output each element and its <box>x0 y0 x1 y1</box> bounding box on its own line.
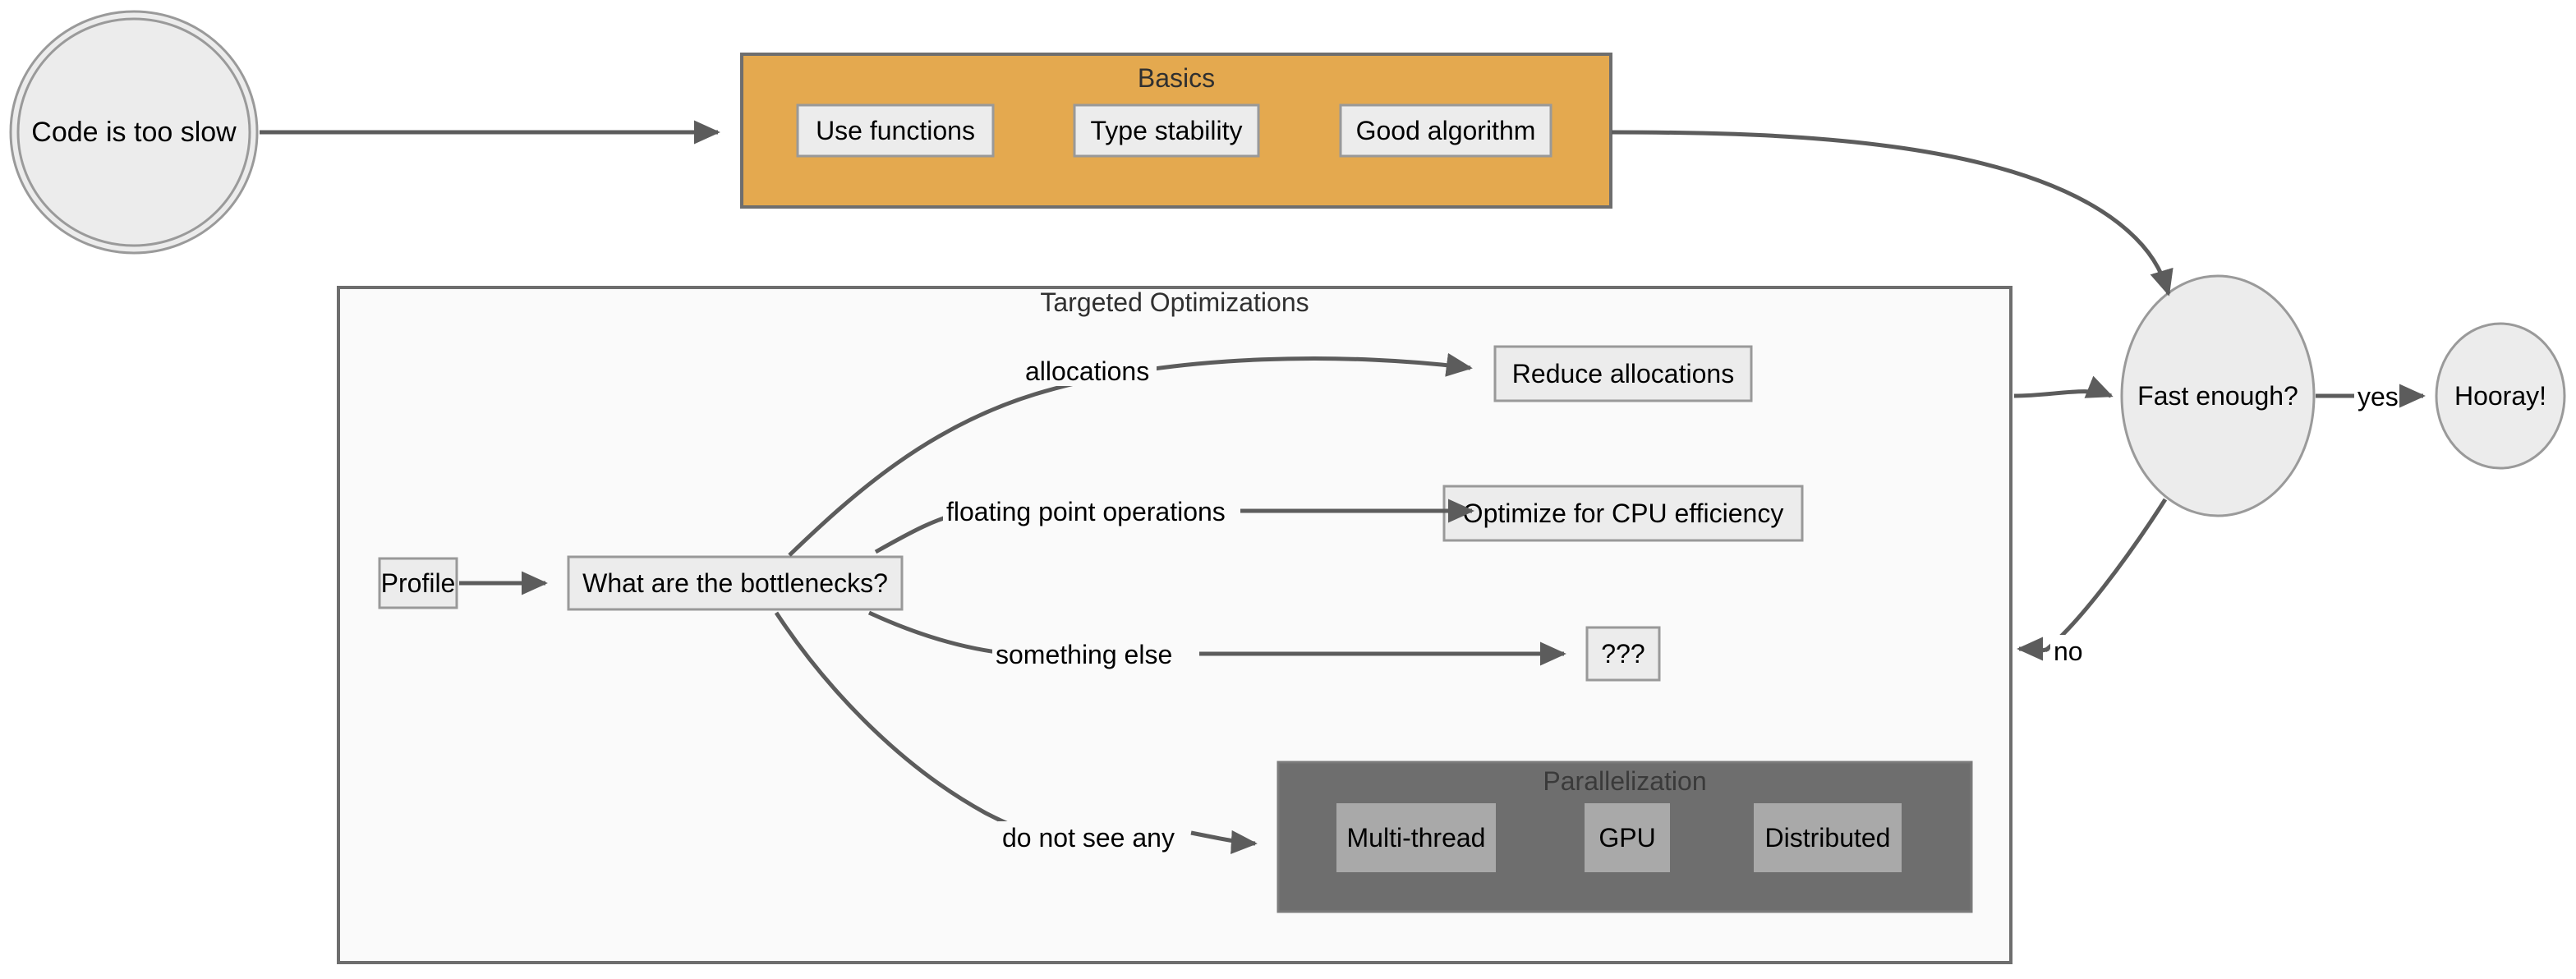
cluster-basics-title: Basics <box>1138 63 1215 93</box>
edge-do-not-see-any-tail <box>1190 830 1258 854</box>
node-fast-enough-ellipse[interactable] <box>2120 274 2316 517</box>
node-use-functions[interactable]: Use functions <box>796 103 995 158</box>
node-what-are-the-bottlenecks-label: What are the bottlenecks? <box>582 568 888 598</box>
node-reduce-allocations-label: Reduce allocations <box>1512 359 1734 388</box>
edge-label-allocations-bg <box>1021 355 1157 386</box>
node-distributed-label: Distributed <box>1765 823 1891 853</box>
node-what-are-the-bottlenecks-box[interactable] <box>567 555 904 611</box>
node-multi-thread-box[interactable] <box>1336 803 1496 872</box>
node-use-functions-box[interactable] <box>796 103 995 158</box>
node-code-is-too-slow[interactable]: Code is too slow <box>9 10 259 255</box>
node-code-is-too-slow-label: Code is too slow <box>31 117 237 148</box>
node-profile[interactable]: Profile <box>378 557 458 609</box>
edge-label-no: no <box>2054 637 2083 666</box>
node-unknown-label: ??? <box>1601 639 1644 669</box>
edge-label-no-bg <box>2050 635 2095 666</box>
node-type-stability-label: Type stability <box>1091 116 1243 145</box>
node-optimize-for-cpu-efficiency[interactable]: Optimize for CPU efficiency <box>1442 485 1804 542</box>
node-type-stability[interactable]: Type stability <box>1073 103 1260 158</box>
node-multi-thread-label: Multi-thread <box>1347 823 1486 853</box>
node-type-stability-box[interactable] <box>1073 103 1260 158</box>
node-what-are-the-bottlenecks[interactable]: What are the bottlenecks? <box>567 555 904 611</box>
node-good-algorithm-label: Good algorithm <box>1356 116 1536 145</box>
edge-label-yes: yes <box>2358 382 2399 411</box>
edge-label-do-not-see-any: do not see any <box>1002 823 1175 853</box>
cluster-parallelization-title: Parallelization <box>1543 766 1706 796</box>
node-distributed[interactable]: Distributed <box>1754 803 1902 872</box>
cluster-parallelization: Parallelization Multi-thread GPU Distrib… <box>1276 761 1973 913</box>
edge-label-allocations: allocations <box>1025 356 1149 386</box>
node-good-algorithm-box[interactable] <box>1339 103 1552 158</box>
node-hooray-label: Hooray! <box>2454 381 2546 411</box>
node-good-algorithm[interactable]: Good algorithm <box>1339 103 1552 158</box>
edge-no-tail <box>2017 637 2049 661</box>
node-optimize-for-cpu-efficiency-label: Optimize for CPU efficiency <box>1463 499 1784 528</box>
edge-label-floating-point-bg <box>943 495 1239 526</box>
node-unknown[interactable]: ??? <box>1585 626 1661 682</box>
edge-label-do-not-see-any-bg <box>998 821 1197 853</box>
node-code-is-too-slow-inner <box>16 17 251 247</box>
edge-label-something-else: something else <box>996 640 1172 669</box>
node-unknown-box[interactable] <box>1585 626 1661 682</box>
edge-basics-to-fast-enough <box>1611 130 2174 296</box>
node-gpu-label: GPU <box>1598 823 1655 853</box>
node-profile-label: Profile <box>381 568 456 598</box>
node-reduce-allocations-box[interactable] <box>1493 345 1753 402</box>
edge-label-floating-point: floating point operations <box>946 497 1226 526</box>
edge-label-something-else-bg <box>992 638 1198 669</box>
edge-fast-enough-to-targeted <box>2044 498 2168 652</box>
node-optimize-for-cpu-efficiency-box[interactable] <box>1442 485 1804 542</box>
edge-targeted-to-fast-enough <box>2013 375 2114 398</box>
cluster-basics: Basics Use functions Type stability Good… <box>740 53 1612 209</box>
node-hooray[interactable]: Hooray! <box>2435 322 2566 470</box>
node-fast-enough-label: Fast enough? <box>2137 381 2298 411</box>
node-multi-thread[interactable]: Multi-thread <box>1336 803 1496 872</box>
node-use-functions-label: Use functions <box>816 116 975 145</box>
node-reduce-allocations[interactable]: Reduce allocations <box>1493 345 1753 402</box>
cluster-targeted-title: Targeted Optimizations <box>1040 287 1309 317</box>
node-distributed-box[interactable] <box>1754 803 1902 872</box>
node-gpu[interactable]: GPU <box>1585 803 1670 872</box>
node-hooray-ellipse[interactable] <box>2435 322 2566 470</box>
edge-bottlenecks-to-reduce-allocations <box>788 352 1473 557</box>
node-gpu-box[interactable] <box>1585 803 1670 872</box>
node-fast-enough[interactable]: Fast enough? <box>2120 274 2316 517</box>
node-profile-box[interactable] <box>378 557 458 609</box>
